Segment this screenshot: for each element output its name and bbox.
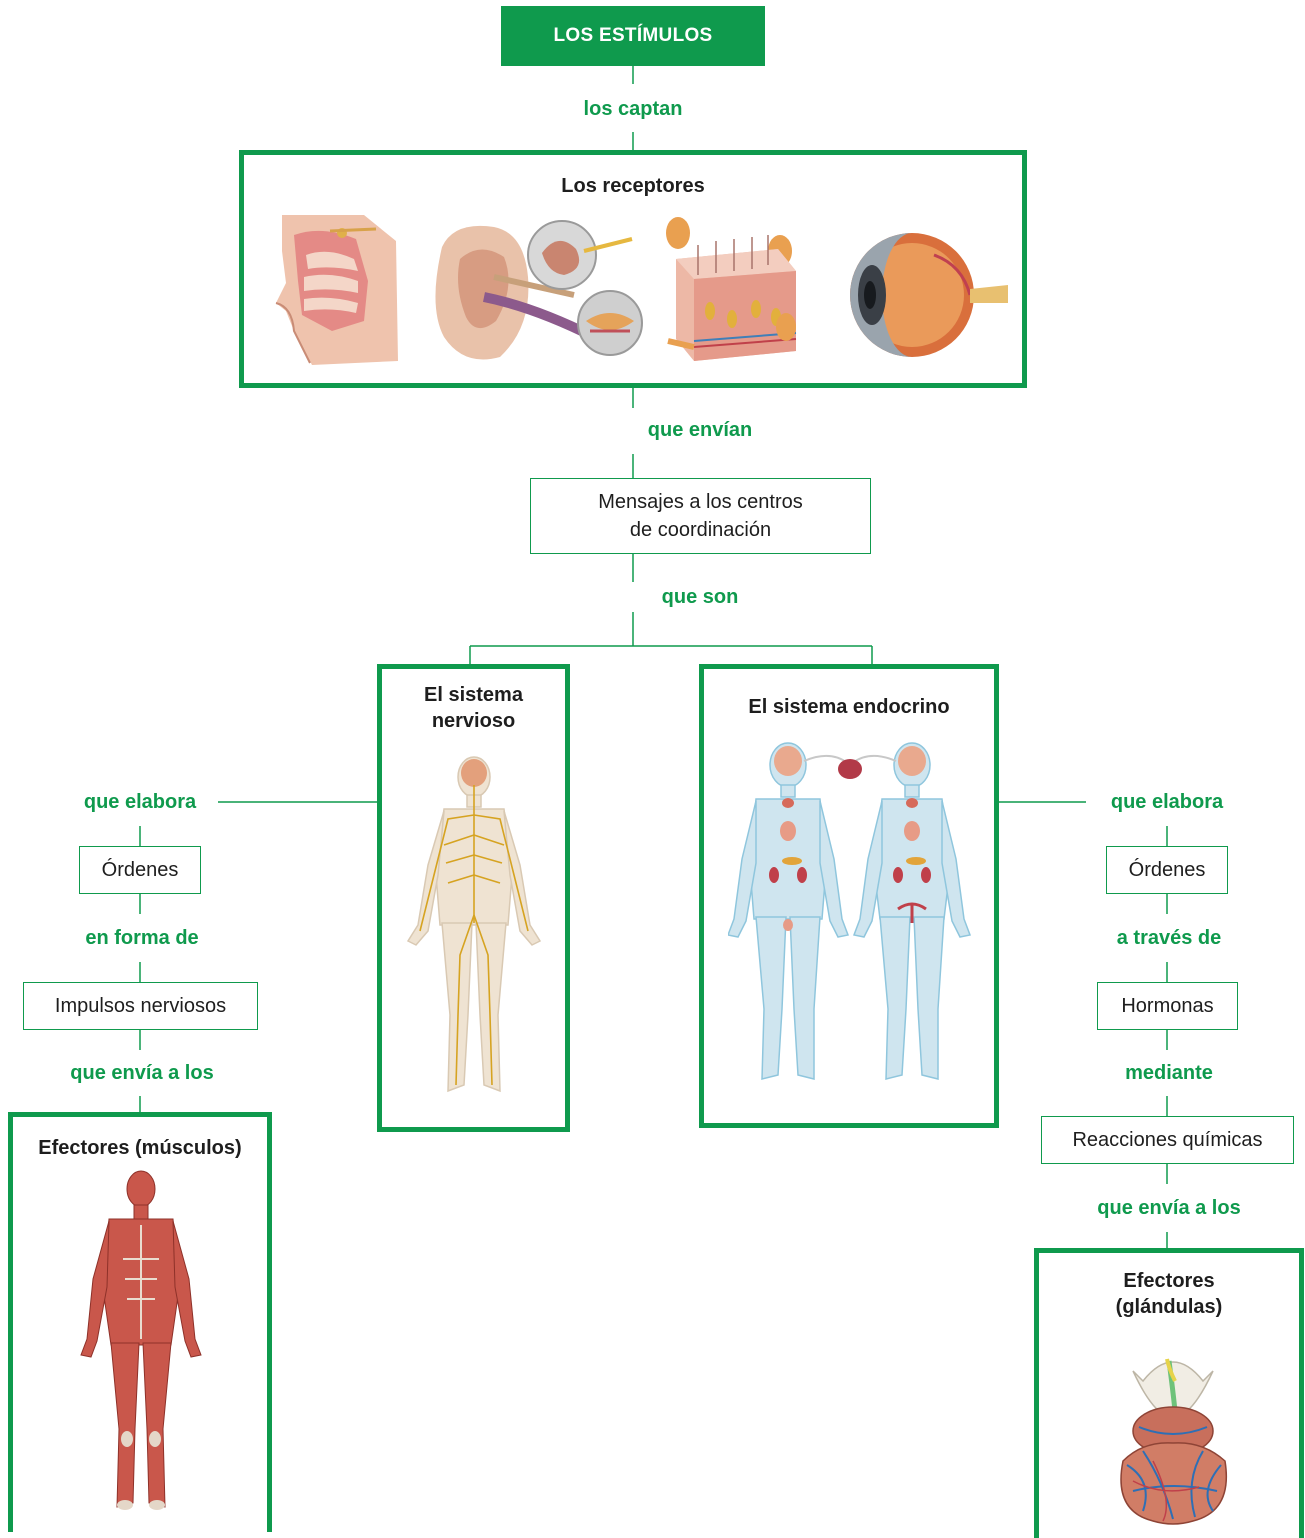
- gland-effectors-box: Efectores (glándulas): [1034, 1248, 1304, 1538]
- nervous-title-line-2: nervioso: [382, 708, 565, 734]
- receptors-title: Los receptores: [244, 173, 1022, 199]
- reacciones-label: Reacciones químicas: [1072, 1126, 1262, 1154]
- connector-que-son: que son: [662, 586, 739, 609]
- connector-en-forma-de: en forma de: [85, 927, 198, 950]
- hormonas-box: Hormonas: [1097, 982, 1238, 1030]
- endocrine-system-figures-icon: [728, 739, 974, 1099]
- nervous-system-box: El sistema nervioso: [377, 664, 570, 1132]
- muscle-effectors-box: Efectores (músculos): [8, 1112, 272, 1532]
- skin-anatomy-icon: [658, 215, 808, 369]
- ordenes-left-box: Órdenes: [79, 846, 201, 894]
- impulsos-label: Impulsos nerviosos: [55, 992, 226, 1020]
- eye-anatomy-icon: [842, 225, 1008, 365]
- receptors-box: Los receptores: [239, 150, 1027, 388]
- connector-los-captan: los captan: [584, 98, 683, 121]
- connector-mediante: mediante: [1125, 1062, 1213, 1085]
- stimuli-title-box: LOS ESTÍMULOS: [501, 6, 765, 66]
- muscular-system-figure-icon: [79, 1169, 203, 1529]
- messages-line-2: de coordinación: [630, 516, 771, 544]
- endocrine-system-box: El sistema endocrino: [699, 664, 999, 1128]
- gland-title-line-1: Efectores: [1039, 1268, 1299, 1294]
- connector-a-traves-de: a través de: [1117, 927, 1222, 950]
- nervous-system-figure-icon: [404, 755, 544, 1105]
- messages-box: Mensajes a los centros de coordinación: [530, 478, 871, 554]
- connector-que-envia-a-los-left: que envía a los: [70, 1062, 213, 1085]
- nervous-title-line-1: El sistema: [382, 682, 565, 708]
- nervous-system-title: El sistema nervioso: [382, 682, 565, 734]
- reacciones-box: Reacciones químicas: [1041, 1116, 1294, 1164]
- connector-que-envian: que envían: [648, 419, 752, 442]
- nose-anatomy-icon: [272, 211, 402, 369]
- impulsos-box: Impulsos nerviosos: [23, 982, 258, 1030]
- muscle-effectors-title: Efectores (músculos): [13, 1135, 267, 1161]
- ear-anatomy-icon: [424, 217, 652, 367]
- connector-que-elabora-left: que elabora: [84, 791, 196, 814]
- messages-line-1: Mensajes a los centros: [598, 488, 803, 516]
- connector-que-elabora-right: que elabora: [1111, 791, 1223, 814]
- gland-title-line-2: (glándulas): [1039, 1294, 1299, 1320]
- stimuli-title: LOS ESTÍMULOS: [553, 25, 712, 47]
- ordenes-right-label: Órdenes: [1129, 856, 1206, 884]
- hormonas-label: Hormonas: [1121, 992, 1213, 1020]
- ordenes-left-label: Órdenes: [102, 856, 179, 884]
- endocrine-system-title: El sistema endocrino: [704, 694, 994, 720]
- ordenes-right-box: Órdenes: [1106, 846, 1228, 894]
- gland-anatomy-icon: [1103, 1341, 1243, 1531]
- connector-que-envia-a-los-right: que envía a los: [1097, 1197, 1240, 1220]
- gland-effectors-title: Efectores (glándulas): [1039, 1268, 1299, 1320]
